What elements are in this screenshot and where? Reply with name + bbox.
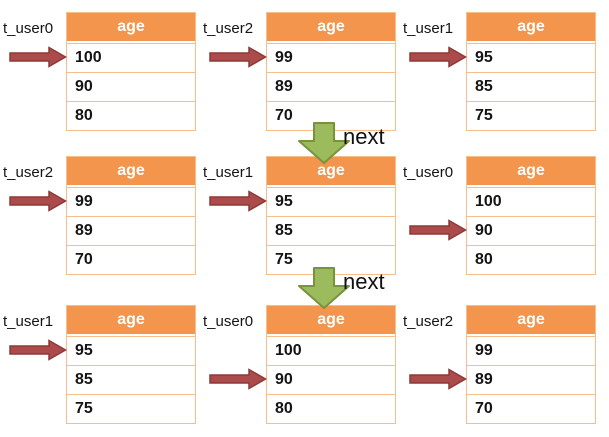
table-cell: 89 — [67, 216, 195, 245]
table-cell: 100 — [267, 336, 395, 365]
row-pointer-arrow-icon — [209, 190, 267, 212]
table-cell: 95 — [67, 336, 195, 365]
row-pointer-arrow-icon — [409, 219, 467, 241]
table-name-label: t_user2 — [403, 313, 454, 330]
age-column-header: age — [267, 13, 395, 43]
table-name-label: t_user0 — [3, 20, 54, 37]
age-table: age 100 90 80 — [266, 305, 396, 424]
age-column-header: age — [267, 157, 395, 187]
table-name-label: t_user0 — [203, 313, 254, 330]
row-pointer-arrow-icon — [409, 46, 467, 68]
table-cell: 89 — [467, 365, 595, 394]
table-group: t_user2 age 99 89 70 — [200, 12, 400, 136]
age-column-header: age — [67, 157, 195, 187]
age-table: age 100 90 80 — [466, 156, 596, 275]
table-cell: 70 — [467, 394, 595, 423]
age-table: age 95 85 75 — [466, 12, 596, 131]
table-cell: 75 — [67, 394, 195, 423]
next-transition: next — [297, 267, 409, 311]
table-cell: 89 — [267, 72, 395, 101]
table-group: t_user0 age 100 90 80 — [0, 12, 200, 136]
age-table: age 100 90 80 — [66, 12, 196, 131]
age-column-header: age — [67, 13, 195, 43]
table-cell: 90 — [267, 365, 395, 394]
table-cell: 80 — [267, 394, 395, 423]
age-table: age 99 89 70 — [466, 305, 596, 424]
table-name-label: t_user1 — [403, 20, 454, 37]
row-pointer-arrow-icon — [9, 339, 67, 361]
table-name-label: t_user1 — [203, 164, 254, 181]
table-cell: 95 — [267, 187, 395, 216]
table-cell: 99 — [467, 336, 595, 365]
next-label: next — [343, 124, 385, 149]
table-cell: 80 — [467, 245, 595, 274]
table-cell: 85 — [67, 365, 195, 394]
age-column-header: age — [467, 13, 595, 43]
age-column-header: age — [67, 306, 195, 336]
age-column-header: age — [467, 306, 595, 336]
age-column-header: age — [267, 306, 395, 336]
table-group: t_user1 age 95 85 75 — [0, 305, 200, 429]
row-pointer-arrow-icon — [209, 368, 267, 390]
next-transition: next — [297, 122, 409, 166]
table-name-label: t_user2 — [203, 20, 254, 37]
next-label: next — [343, 269, 385, 294]
table-group: t_user1 age 95 85 75 — [400, 12, 600, 136]
table-cell: 90 — [467, 216, 595, 245]
table-name-label: t_user1 — [3, 313, 54, 330]
age-column-header: age — [467, 157, 595, 187]
table-cell: 85 — [467, 72, 595, 101]
table-cell: 85 — [267, 216, 395, 245]
table-group: t_user1 age 95 85 75 — [200, 156, 400, 280]
table-cell: 80 — [67, 101, 195, 130]
row-pointer-arrow-icon — [9, 190, 67, 212]
next-down-arrow-icon — [298, 267, 350, 309]
age-table: age 99 89 70 — [66, 156, 196, 275]
table-group: t_user0 age 100 90 80 — [200, 305, 400, 429]
table-cell: 95 — [467, 43, 595, 72]
next-down-arrow-icon — [298, 122, 350, 164]
table-group: t_user2 age 99 89 70 — [400, 305, 600, 429]
table-cell: 90 — [67, 72, 195, 101]
age-table: age 95 85 75 — [66, 305, 196, 424]
table-cell: 100 — [467, 187, 595, 216]
age-table: age 95 85 75 — [266, 156, 396, 275]
table-cell: 99 — [267, 43, 395, 72]
table-group: t_user2 age 99 89 70 — [0, 156, 200, 280]
table-group: t_user0 age 100 90 80 — [400, 156, 600, 280]
row-pointer-arrow-icon — [409, 368, 467, 390]
table-cell: 100 — [67, 43, 195, 72]
row-pointer-arrow-icon — [9, 46, 67, 68]
age-table: age 99 89 70 — [266, 12, 396, 131]
table-name-label: t_user2 — [3, 164, 54, 181]
table-name-label: t_user0 — [403, 164, 454, 181]
table-cell: 99 — [67, 187, 195, 216]
table-cell: 75 — [467, 101, 595, 130]
row-pointer-arrow-icon — [209, 46, 267, 68]
table-cell: 70 — [67, 245, 195, 274]
